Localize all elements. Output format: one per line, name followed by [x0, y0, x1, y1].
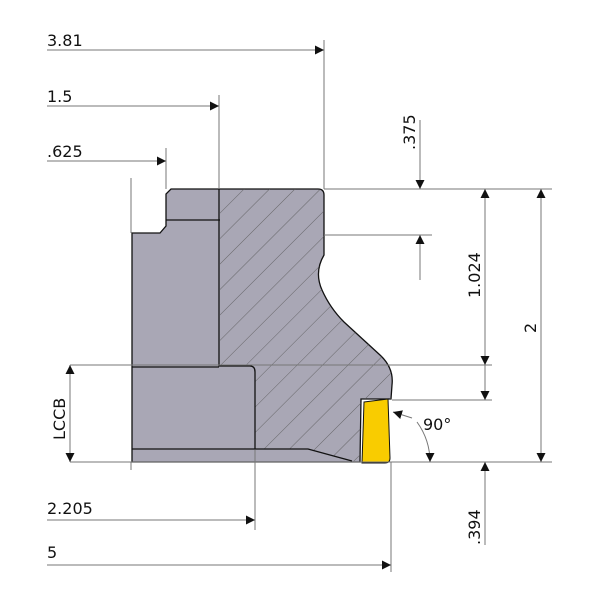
label-1.024: 1.024 [465, 252, 484, 298]
label-1.5: 1.5 [47, 87, 72, 106]
label-lccb: LCCB [50, 398, 69, 440]
label-0.394: .394 [465, 509, 484, 545]
label-0.625: .625 [47, 142, 83, 161]
label-5: 5 [47, 543, 57, 562]
hatched-section [220, 189, 393, 462]
insert [361, 398, 391, 464]
label-2.205: 2.205 [47, 499, 93, 518]
label-angle: 90° [423, 415, 451, 434]
label-0.375: .375 [400, 114, 419, 150]
angle-arc [416, 421, 435, 463]
label-3.81: 3.81 [47, 31, 83, 50]
label-2: 2 [521, 323, 540, 333]
